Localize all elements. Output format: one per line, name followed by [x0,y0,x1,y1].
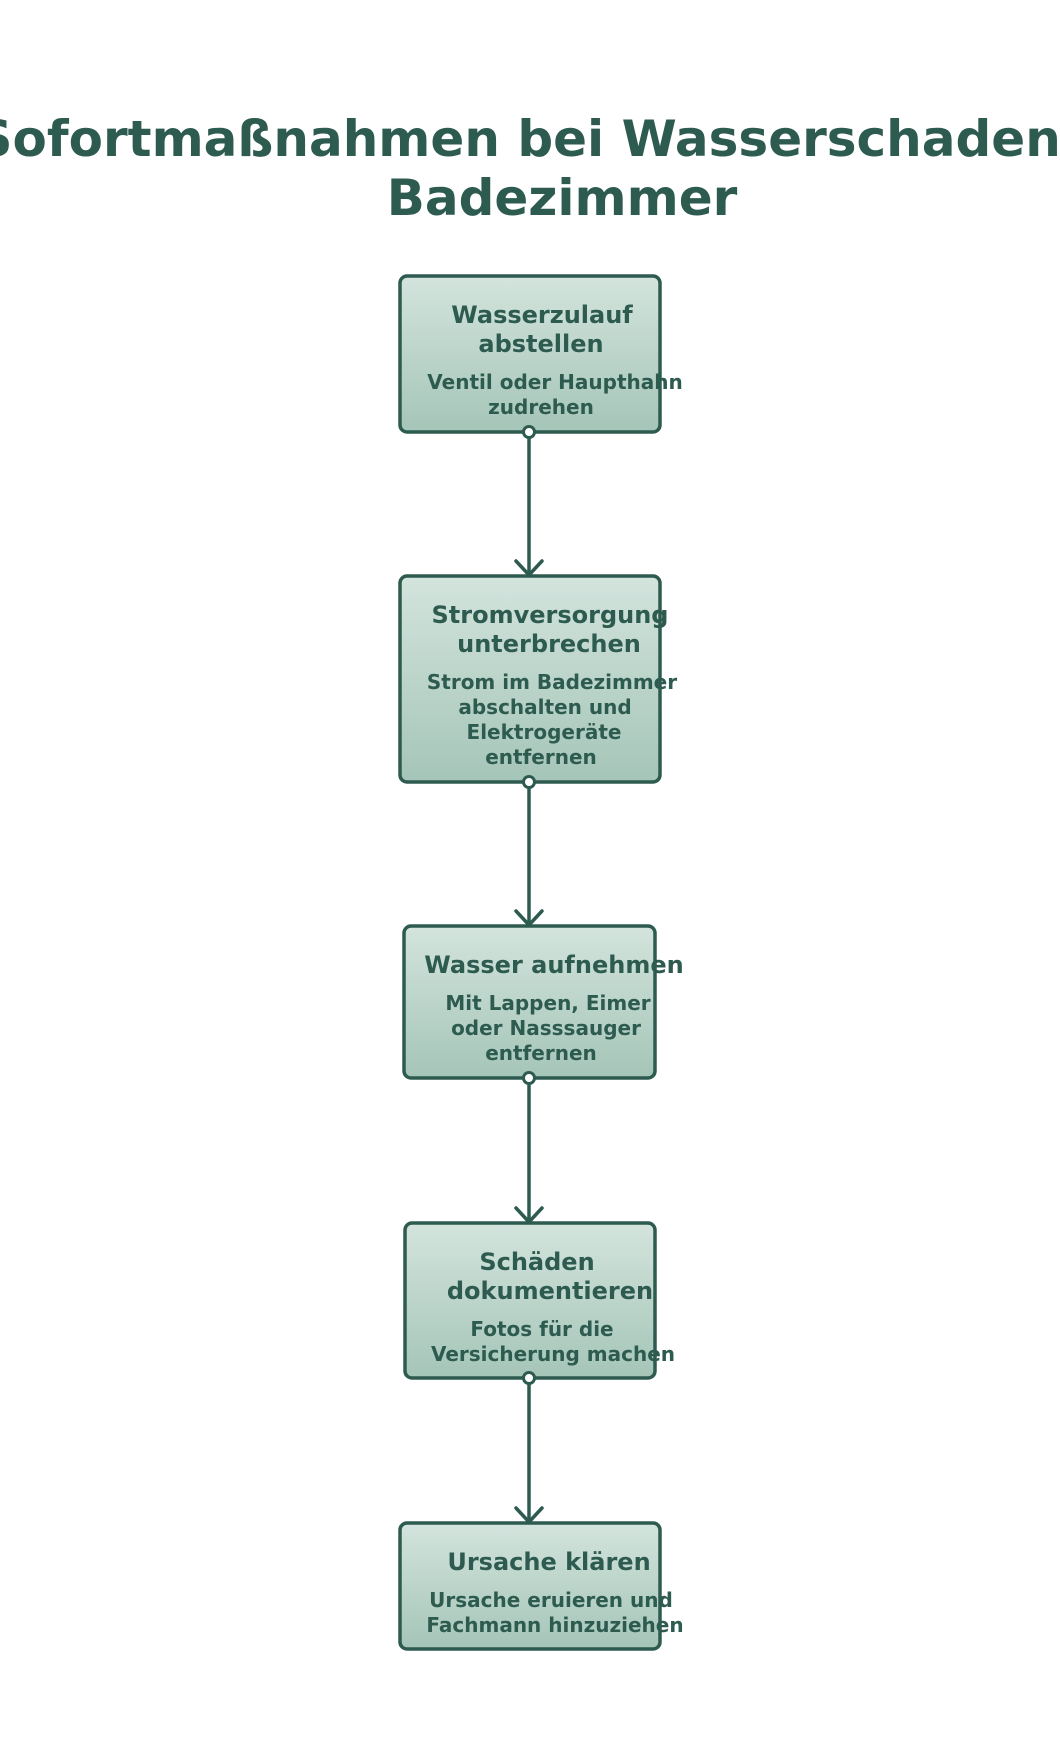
step-2-desc-line-1: Strom im Badezimmer [427,670,677,694]
step-3-desc-line-1: Mit Lappen, Eimer [445,991,650,1015]
step-4-desc-line-2: Versicherung machen [431,1342,675,1366]
step-box-5: Ursache klären Ursache eruieren und Fach… [398,1521,684,1651]
step-5-desc-line-1: Ursache eruieren und [429,1588,673,1612]
diagram-title-line-1: Sofortmaßnahmen bei Wasserschaden im [0,110,1060,168]
step-box-1: Wasserzulauf abstellen Ventil oder Haupt… [398,274,683,434]
step-3-desc-line-2: oder Nasssauger [451,1016,641,1040]
step-box-3: Wasser aufnehmen Mit Lappen, Eimer oder … [402,924,684,1080]
step-2-desc-line-4: entfernen [485,745,597,769]
step-5-desc-line-2: Fachmann hinzuziehen [426,1613,683,1637]
diagram-title-line-2: Badezimmer [387,169,738,227]
step-4-desc-line-1: Fotos für die [470,1317,613,1341]
connector-start-dot-3 [522,1071,536,1085]
connector-start-dot-1 [522,425,536,439]
step-4-title-line-1: Schäden [479,1248,594,1276]
step-4-title-line-2: dokumentieren [447,1277,653,1305]
step-box-4: Schäden dokumentieren Fotos für die Vers… [403,1221,675,1380]
step-box-5-frame [398,1521,662,1651]
connector-start-dot-4 [522,1371,536,1385]
step-2-title-line-2: unterbrechen [457,630,641,658]
step-3-desc-line-3: entfernen [485,1041,597,1065]
step-5-title-line-1: Ursache klären [447,1548,650,1576]
connector-start-dot-2 [522,775,536,789]
step-1-title-line-1: Wasserzulauf [451,301,633,329]
step-2-desc-line-3: Elektrogeräte [467,720,622,744]
step-box-2: Stromversorgung unterbrechen Strom im Ba… [398,574,677,784]
step-1-title-line-2: abstellen [478,330,603,358]
step-3-title-line-1: Wasser aufnehmen [424,951,683,979]
step-1-desc-line-1: Ventil oder Haupthahn [427,370,682,394]
step-1-desc-line-2: zudrehen [488,395,594,419]
diagram-title: Sofortmaßnahmen bei Wasserschaden im Bad… [0,110,1060,227]
step-2-desc-line-2: abschalten und [458,695,631,719]
step-2-title-line-1: Stromversorgung [432,601,669,629]
